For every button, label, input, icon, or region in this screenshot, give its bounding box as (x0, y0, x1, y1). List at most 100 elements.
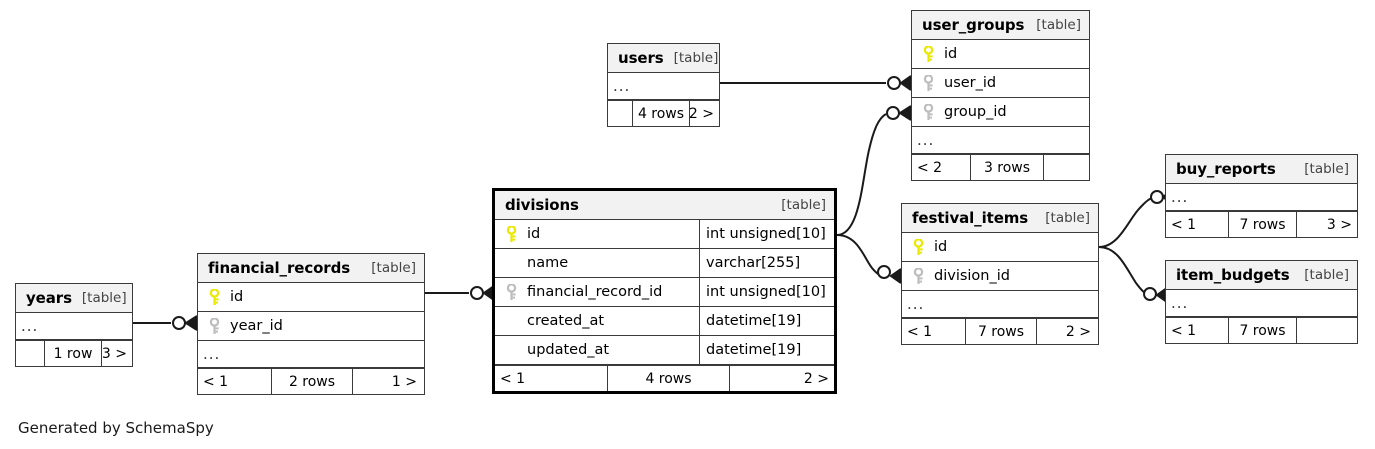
next-relations-count[interactable]: 2 > (1065, 323, 1091, 340)
column-name-cell: name (495, 249, 699, 277)
prev-relations-count[interactable]: < 1 (1171, 216, 1197, 233)
column-name-cell: id (912, 40, 1089, 68)
row-count: 1 row (44, 341, 102, 366)
prev-relations-count[interactable] (608, 101, 632, 126)
column-row[interactable]: name varchar[255] (495, 249, 834, 278)
column-row[interactable]: financial_record_id int unsigned[10] (495, 278, 834, 307)
foreign-key-icon (501, 283, 521, 301)
prev-relations-count[interactable]: < 1 (1171, 322, 1197, 339)
table-header-divisions: divisions [table] (495, 191, 834, 220)
table-users[interactable]: users [table] ... 4 rows 2 > (607, 43, 720, 127)
next-relations-count[interactable]: 1 > (391, 373, 417, 390)
columns-collapsed-ellipsis[interactable]: ... (902, 291, 1098, 318)
columns-collapsed-ellipsis[interactable]: ... (608, 73, 719, 100)
column-row[interactable]: year_id (198, 312, 424, 341)
table-type-tag: [table] (81, 290, 127, 306)
row-count: 7 rows (965, 319, 1037, 344)
column-name: id (934, 239, 948, 255)
column-name-cell: updated_at (495, 336, 699, 364)
column-name: year_id (230, 318, 283, 334)
foreign-key-icon (204, 317, 224, 335)
column-row[interactable]: created_at datetime[19] (495, 307, 834, 336)
edge-festival_items-item_budgets (1098, 246, 1151, 296)
column-row[interactable]: id (902, 233, 1098, 262)
prev-relations-count[interactable]: < 2 (917, 159, 943, 176)
column-name-cell: id (198, 283, 424, 311)
column-type: datetime[19] (699, 307, 834, 335)
primary-key-icon (918, 45, 938, 63)
row-count: 7 rows (1228, 318, 1297, 343)
column-name: division_id (934, 268, 1010, 284)
columns-collapsed-ellipsis[interactable]: ... (16, 313, 132, 340)
column-name-cell: id (495, 220, 699, 248)
table-buy_reports[interactable]: buy_reports [table] ... < 1 7 rows 3 > (1165, 154, 1358, 238)
column-name: updated_at (527, 342, 610, 358)
column-name: id (230, 289, 244, 305)
prev-relations-count[interactable]: < 1 (907, 323, 933, 340)
prev-relations-count[interactable] (16, 341, 44, 366)
row-count: 2 rows (271, 369, 353, 394)
column-row[interactable]: id (198, 283, 424, 312)
column-row[interactable]: id int unsigned[10] (495, 220, 834, 249)
row-count: 3 rows (970, 155, 1044, 180)
table-header-festival_items: festival_items [table] (902, 204, 1098, 233)
column-row[interactable]: id (912, 40, 1089, 69)
next-relations-count[interactable]: 2 > (803, 370, 829, 387)
primary-key-icon (204, 288, 224, 306)
row-count: 4 rows (607, 366, 730, 391)
column-row[interactable]: group_id (912, 98, 1089, 127)
table-name: user_groups (922, 16, 1025, 34)
row-count: 4 rows (632, 101, 690, 126)
table-name: divisions (505, 196, 579, 214)
columns-collapsed-ellipsis[interactable]: ... (198, 341, 424, 368)
next-relations-count[interactable] (1044, 155, 1089, 180)
primary-key-icon (908, 238, 928, 256)
table-festival_items[interactable]: festival_items [table] id division_id ..… (901, 203, 1099, 345)
table-footer: < 2 3 rows (912, 154, 1089, 180)
edge-divisions-user_groups (836, 113, 887, 236)
column-row[interactable]: updated_at datetime[19] (495, 336, 834, 365)
column-name-cell: financial_record_id (495, 278, 699, 306)
column-type: int unsigned[10] (699, 278, 834, 306)
edge-divisions-festival_items (836, 234, 886, 277)
table-footer: 1 row 3 > (16, 340, 132, 366)
table-header-user_groups: user_groups [table] (912, 11, 1089, 40)
table-type-tag: [table] (1304, 267, 1349, 283)
table-header-years: years [table] (16, 284, 132, 313)
table-name: users (618, 49, 664, 67)
table-years[interactable]: years [table] ... 1 row 3 > (15, 283, 133, 367)
columns-collapsed-ellipsis[interactable]: ... (1166, 184, 1357, 211)
column-name: financial_record_id (527, 284, 663, 300)
next-relations-count[interactable]: 2 > (690, 105, 714, 122)
generated-by-note: Generated by SchemaSpy (18, 419, 214, 437)
column-row[interactable]: user_id (912, 69, 1089, 98)
table-divisions[interactable]: divisions [table] id int unsigned[10] na… (492, 188, 837, 394)
column-type: varchar[255] (699, 249, 834, 277)
primary-key-icon (501, 225, 521, 243)
next-relations-count[interactable] (1297, 318, 1357, 343)
foreign-key-icon (918, 74, 938, 92)
column-name: id (527, 226, 541, 242)
table-financial_records[interactable]: financial_records [table] id year_id ...… (197, 253, 425, 395)
table-header-buy_reports: buy_reports [table] (1166, 155, 1357, 184)
next-relations-count[interactable]: 3 > (1326, 216, 1352, 233)
column-row[interactable]: division_id (902, 262, 1098, 291)
prev-relations-count[interactable]: < 1 (203, 373, 229, 390)
table-name: item_budgets (1176, 266, 1290, 284)
next-relations-count[interactable]: 3 > (102, 345, 127, 362)
table-name: festival_items (912, 209, 1029, 227)
table-item_budgets[interactable]: item_budgets [table] ... < 1 7 rows (1165, 260, 1358, 344)
table-type-tag: [table] (1304, 161, 1349, 177)
columns-collapsed-ellipsis[interactable]: ... (1166, 290, 1357, 317)
column-name: created_at (527, 313, 605, 329)
table-user_groups[interactable]: user_groups [table] id user_id (911, 10, 1090, 181)
prev-relations-count[interactable]: < 1 (500, 370, 526, 387)
table-footer: 4 rows 2 > (608, 100, 719, 126)
edge-festival_items-buy_reports (1098, 196, 1156, 248)
table-type-tag: [table] (673, 50, 719, 66)
column-name-cell: year_id (198, 312, 424, 340)
table-footer: < 1 7 rows 3 > (1166, 211, 1357, 237)
table-header-users: users [table] (608, 44, 719, 73)
columns-collapsed-ellipsis[interactable]: ... (912, 127, 1089, 154)
